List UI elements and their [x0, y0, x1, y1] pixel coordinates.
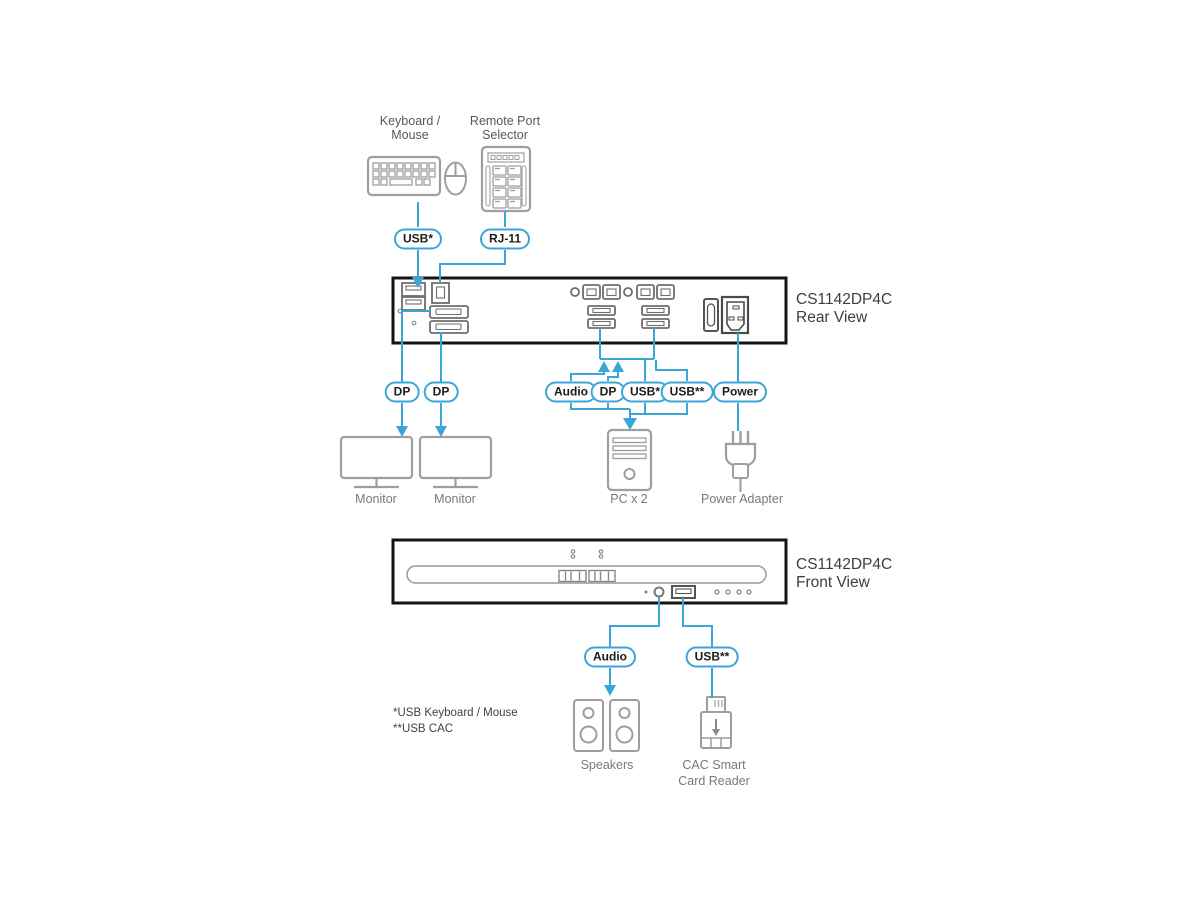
arrow-into-speakers — [604, 685, 616, 696]
front-model-label: CS1142DP4C — [796, 556, 893, 573]
screw-hole — [411, 320, 417, 326]
front-usb-port — [671, 585, 696, 599]
audio-jack — [570, 287, 580, 297]
kvm-front-panel — [391, 538, 788, 605]
monitor-right-label: Monitor — [434, 492, 476, 506]
badge-usb-double-star-front: USB** — [685, 646, 739, 668]
port-selection-buttons — [558, 569, 616, 583]
arrow-into-usb-ports — [412, 277, 424, 288]
badge-dp-right: DP — [423, 381, 459, 403]
footnote-usb-keyboard: *USB Keyboard / Mouse — [393, 707, 518, 719]
speakers-label: Speakers — [580, 758, 634, 772]
arrow-up-audio — [598, 361, 610, 372]
front-faceplate-groove — [406, 565, 767, 584]
power-adapter-label: Power Adapter — [701, 492, 783, 506]
rear-rj11-port — [431, 282, 450, 304]
badge-usb-keyboard: USB* — [393, 228, 443, 250]
keyboard-mouse-label-line2: Mouse — [391, 128, 429, 142]
rear-model-label: CS1142DP4C — [796, 291, 893, 308]
badge-audio-front: Audio — [584, 646, 636, 668]
pc-tower-icon — [606, 428, 653, 492]
rear-pc1-ports — [570, 284, 621, 329]
pc-label: PC x 2 — [610, 492, 648, 506]
rear-view-label: Rear View — [796, 309, 868, 326]
arrow-into-monitor-left — [396, 426, 408, 437]
badge-power: Power — [712, 381, 768, 403]
front-view-label: Front View — [796, 574, 870, 591]
remote-selector-label-line1: Remote Port — [469, 114, 541, 128]
connection-arrowheads — [396, 277, 637, 696]
footnote-usb-cac: **USB CAC — [393, 723, 454, 735]
remote-selector-label-line2: Selector — [482, 128, 528, 142]
arrow-into-pc — [623, 418, 637, 430]
rear-pc2-ports — [623, 284, 675, 329]
front-mic-dot — [644, 590, 648, 594]
front-status-leds — [714, 589, 752, 595]
card-insert-arrow-icon — [712, 719, 720, 736]
kvm-rear-panel — [391, 276, 788, 345]
badge-dp-left: DP — [384, 381, 420, 403]
cac-reader-label-line1: CAC Smart — [682, 758, 746, 772]
keyboard-icon — [366, 155, 442, 197]
badge-usb-star: USB* — [620, 381, 670, 403]
cac-card-reader-icon — [700, 696, 732, 749]
remote-port-selector-icon — [480, 145, 532, 213]
arrow-up-dp — [612, 361, 624, 372]
front-audio-jack — [653, 586, 665, 598]
audio-jack — [623, 287, 633, 297]
front-port-leds — [570, 549, 604, 559]
badge-usb-double-star: USB** — [660, 381, 714, 403]
rear-power-switch — [703, 298, 719, 332]
rear-usb-a-ports — [401, 282, 426, 311]
badge-rj11: RJ-11 — [479, 228, 531, 250]
badge-audio-rear: Audio — [545, 381, 597, 403]
monitor-left-icon — [339, 435, 414, 489]
mouse-icon — [444, 161, 467, 196]
connection-lines — [401, 202, 739, 698]
arrow-into-monitor-right — [435, 426, 447, 437]
keyboard-mouse-label-line1: Keyboard / — [379, 114, 441, 128]
cac-reader-label-line2: Card Reader — [678, 774, 750, 788]
speakers-icon — [573, 699, 640, 752]
rear-power-inlet — [720, 295, 750, 335]
monitor-left-label: Monitor — [355, 492, 397, 506]
badge-dp-pc: DP — [590, 381, 626, 403]
power-adapter-icon — [724, 431, 757, 492]
monitor-right-icon — [418, 435, 493, 489]
